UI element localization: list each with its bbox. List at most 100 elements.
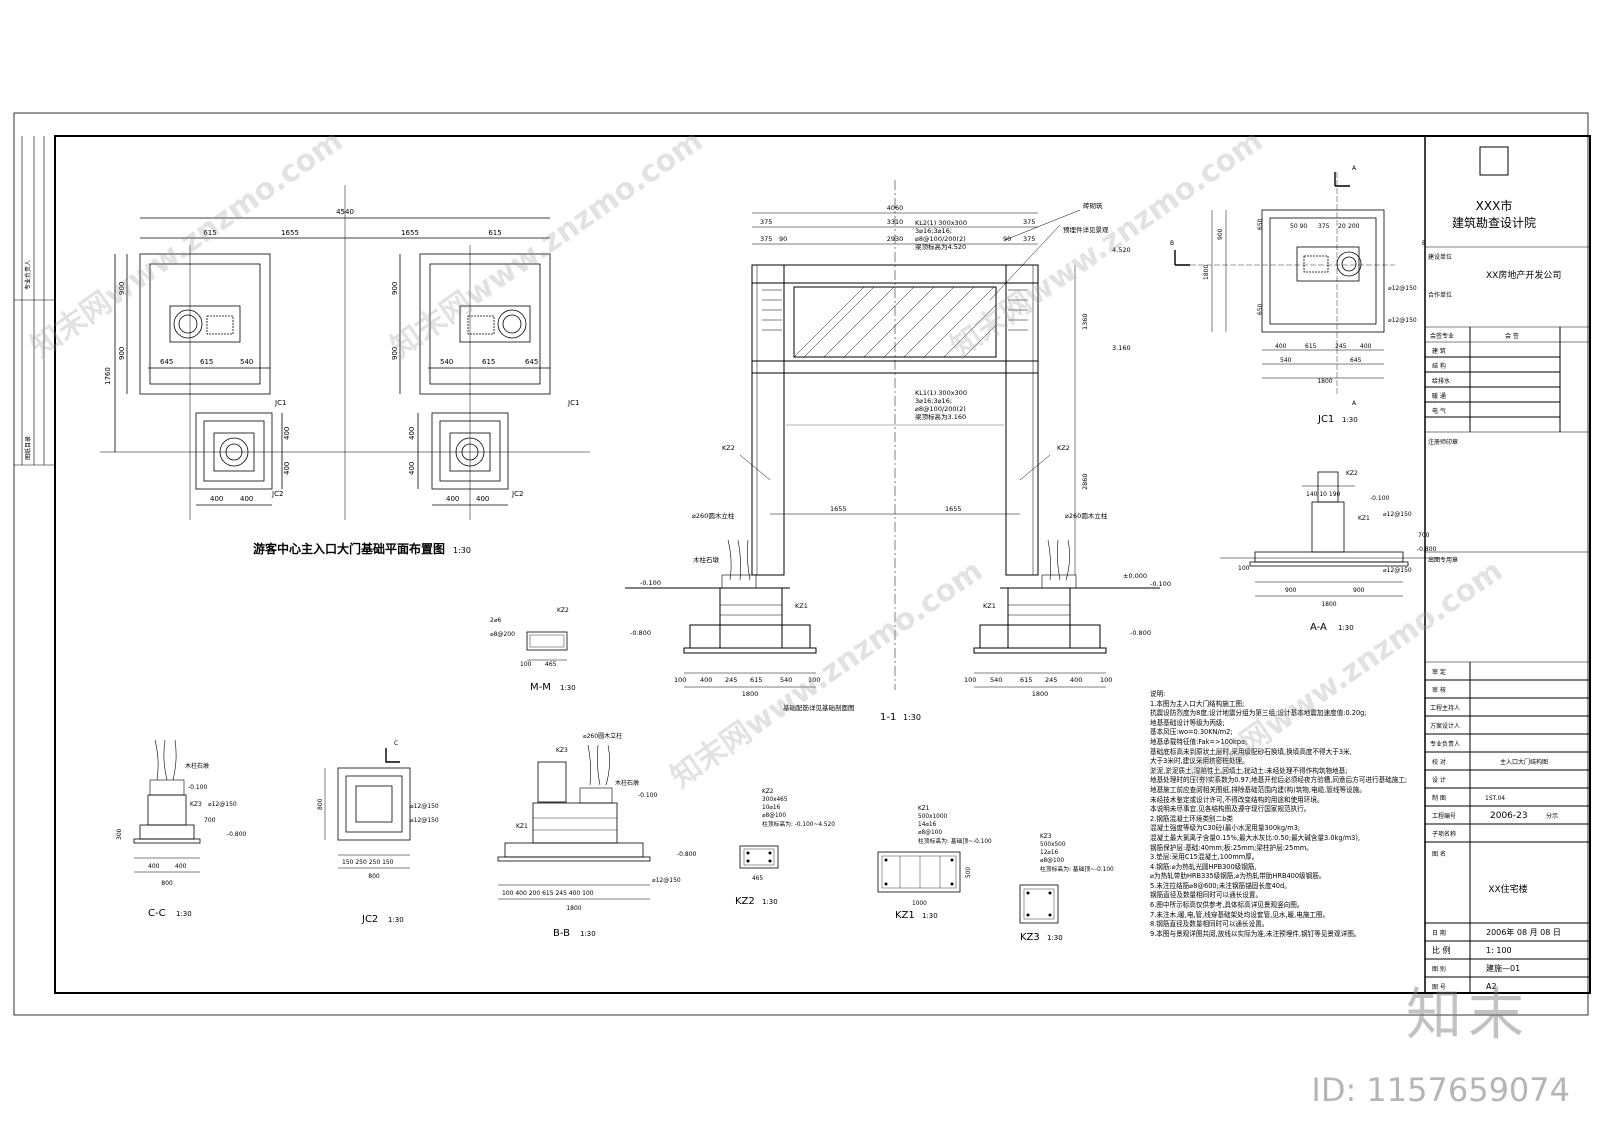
cc-level: -0.100 [188,784,208,791]
aa-dim: 700 [1418,532,1430,539]
jc2-rebar: ⌀12@150 [410,817,439,824]
plan-dim: 540 [240,358,253,366]
kz3-label: ⌀8@100 [1040,858,1064,864]
kz3-label: KZ3 [1040,834,1052,840]
tb-disc: 建 筑 [1432,347,1446,355]
mm-dim: 100 [520,661,532,668]
cc-dim: 400 [148,863,160,870]
kz1-dim: 1000 [912,901,927,907]
tb-owner-label: 建设单位 [1428,253,1452,261]
tb-institute: 建筑勘查设计院 [1452,215,1536,230]
plan-dim: 645 [160,358,173,366]
elev-title: 1-1 [880,712,896,723]
jc1-dim: 20 [1338,223,1346,230]
notes-line: 钢筋直径及数量相同时可以通长设置。 [1150,891,1263,900]
elev-dim: 400 [1070,676,1082,684]
left-strip-text: 图纸目录 [24,436,32,460]
jc1-dim: 645 [1350,357,1362,364]
elev-note: 基础配筋详见基础剖面图 [783,703,855,712]
elev-dim: 245 [1045,676,1057,684]
elev-level: -0.100 [640,579,661,587]
jc1-dim: 615 [1305,343,1317,350]
elev-dim: 540 [990,676,1002,684]
beam-label: KL1(1) 300x300 [915,389,967,397]
foundation-plan [100,185,590,520]
plan-tag-jc1: JC1 [274,399,286,407]
bb-scale: 1:30 [580,930,596,938]
tb-num-label: 图 别 [1432,965,1446,973]
elevation-1-1 [625,180,1160,690]
detail-jc1 [1174,172,1395,395]
elev-dim: 1655 [830,505,847,513]
bb-label: KZ3 [556,747,568,754]
elev-dim: 400 [700,676,712,684]
jc1-dim: 650 [1257,218,1264,230]
aa-dim: 900 [1353,587,1365,594]
kz3-title: KZ3 [1020,932,1040,943]
notes-line: 9.本图与景观详图共阅,放线以实际为准,未注预埋件,钢钉等见景观详图。 [1150,929,1361,938]
kz1-label: 500x1000 [918,814,948,820]
tb-role: 制 图 [1432,794,1446,802]
elev-dim: 3310 [887,218,904,226]
elev-dim: 245 [725,676,737,684]
plan-tag-jc2: JC2 [271,490,283,498]
kz3-label: 500x500 [1040,842,1066,848]
kz1-scale: 1:30 [922,912,938,920]
plan-dim: 400 [408,462,416,475]
notes-line: 地基处理时的压(夯)实系数为0.97;地基开挖后必须经夜方验槽,同意后方可进行基… [1150,776,1408,785]
tb-disc: 给排水 [1432,377,1450,385]
jc1-tag: B [1422,240,1426,247]
aa-label: KZ2 [1346,470,1358,477]
notes-line: 2.钢筋混凝土环境类别二b类 [1150,814,1234,823]
outer-border [13,112,1589,1016]
tb-disc: 暖 通 [1432,392,1446,400]
aa-level: -0.800 [1417,546,1437,553]
tb-size: A2 [1486,982,1497,991]
jc1-dim: 400 [1275,343,1287,350]
tb-role: 工程主持人 [1430,704,1460,712]
kz2-label: ⌀8@100 [762,813,786,819]
tb-role: 子项名称 [1432,830,1456,838]
notes-title: 说明: [1150,690,1166,698]
tb-role: 审 核 [1432,686,1446,694]
kz1-dim: 500 [966,867,972,878]
aa-dim: 100 [1238,565,1250,572]
kz2-dim: 465 [752,876,763,882]
notes-line: 7.未注木,暖,电,管,线穿基础架处均设套管,见水,暖,电施工图。 [1150,910,1330,919]
notes-line: 抗震设防烈度为8度;设计地震分组为第三组;设计基本地震加速度值:0.20g; [1150,709,1367,718]
mm-label: ⌀8@200 [490,631,515,638]
elev-level: -0.800 [1130,629,1151,637]
aa-scale: 1:30 [1338,624,1354,632]
notes-line: 未经技术鉴定或设计许可,不得改变结构的用途和使用环境。 [1150,795,1324,804]
notes-line: 地基基础设计等级为丙级; [1150,718,1225,727]
notes-line: 地基施工前应查阅相关图纸,排除基础范围内建(构)筑物,电缆,管线等设施。 [1150,785,1366,794]
tb-role: 方案设计人 [1430,722,1460,730]
tb-disc: 电 气 [1432,407,1446,415]
mm-scale: 1:30 [560,684,576,692]
plan-dim: 400 [283,462,291,475]
elev-dim: 2930 [887,235,904,243]
kz1-label: ⌀8@100 [918,830,942,836]
notes-line: 混凝土强度等级为C30砼(最小水泥用量300kg/m3; [1150,824,1301,833]
tb-drawing-name: XX住宅楼 [1488,883,1527,895]
jc1-scale: 1:30 [1342,416,1358,424]
plan-dim: 900 [118,282,126,295]
tb-num: 建施—01 [1486,963,1520,973]
cc-level: -0.800 [227,831,247,838]
jc1-dim: 1800 [1317,378,1332,385]
plan-dim: 1655 [401,229,419,237]
notes-line: 混凝土最大氯离子含量0.15%,最大水灰比:0.50;最大碱含量3.0kg/m3… [1150,833,1361,842]
beam-label: 梁顶标高为3.160 [915,412,966,421]
jc2-dim: 150 250 250 150 [342,859,394,866]
elev-label: ⌀260圆木立柱 [692,511,735,520]
jc1-rebar: ⌀12@150 [1388,317,1417,324]
bb-label: ⌀260圆木立柱 [583,732,622,740]
tb-date-label: 日 期 [1432,929,1446,937]
kz1-label: 14⌀16 [918,822,937,828]
tb-partner-label: 合作单位 [1428,291,1452,299]
jc1-dim: 400 [1360,343,1372,350]
beam-label: KL2(1) 300x300 [915,219,967,227]
kz2-label: KZ2 [762,789,774,795]
tb-reg-seal: 注册师印章 [1428,438,1458,446]
